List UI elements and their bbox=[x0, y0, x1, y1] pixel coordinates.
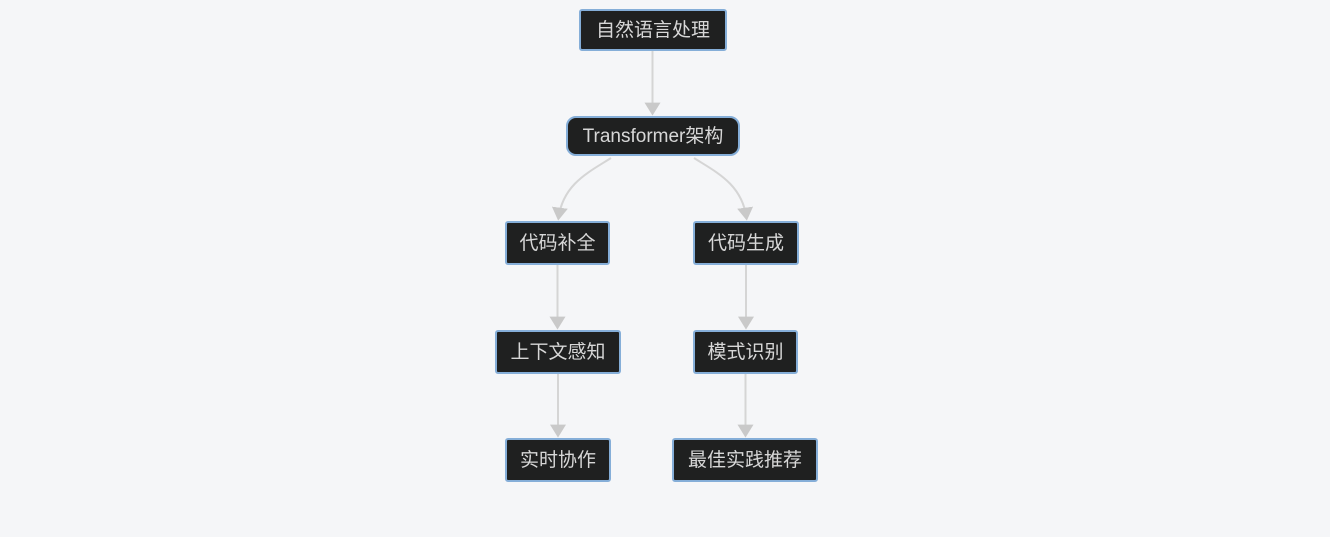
node-pattern-recognition: 模式识别 bbox=[693, 330, 798, 374]
node-context-awareness: 上下文感知 bbox=[495, 330, 621, 374]
edge-b-d bbox=[693, 157, 754, 221]
node-realtime-collaboration: 实时协作 bbox=[505, 438, 611, 482]
node-code-generation: 代码生成 bbox=[693, 221, 799, 265]
node-transformer-architecture: Transformer架构 bbox=[566, 116, 740, 156]
node-natural-language-processing: 自然语言处理 bbox=[579, 9, 727, 51]
node-best-practice-recommendation: 最佳实践推荐 bbox=[672, 438, 818, 482]
edge-b-c bbox=[551, 157, 612, 221]
node-code-completion: 代码补全 bbox=[505, 221, 610, 265]
